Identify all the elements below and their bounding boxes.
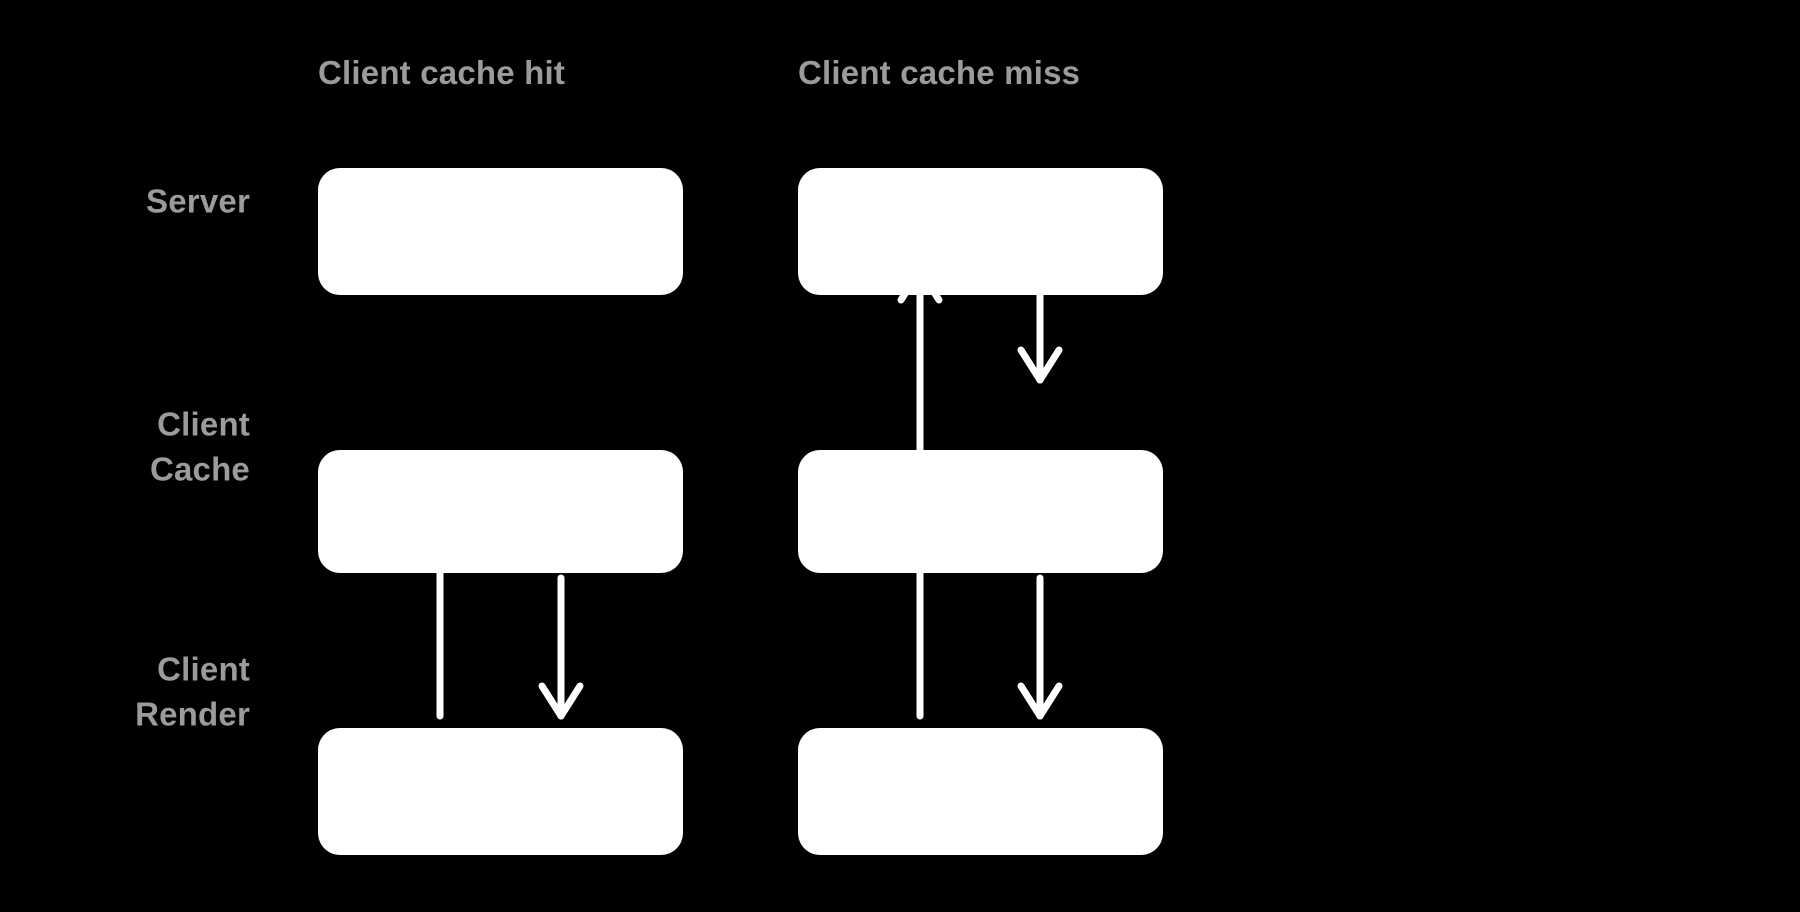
arrow-hit-cache-to-render: [538, 574, 584, 720]
node-box-hit-client-cache[interactable]: [318, 450, 683, 573]
node-box-miss-client-cache[interactable]: [798, 450, 1163, 573]
row-label-client-render: Client Render: [135, 650, 250, 732]
arrow-head: [1017, 682, 1063, 720]
arrow-hit-render-to-cache: [417, 507, 463, 720]
row-label-client-cache: Client Cache: [149, 405, 250, 487]
node-box-miss-client-render[interactable]: [798, 728, 1163, 855]
node-box-hit-server[interactable]: [318, 168, 683, 295]
node-box-miss-server[interactable]: [798, 168, 1163, 295]
column-header-cache-hit: Client cache hit: [318, 54, 566, 91]
node-box-hit-client-render[interactable]: [318, 728, 683, 855]
arrow-head: [1017, 346, 1063, 384]
arrow-miss-cache-to-render: [1017, 574, 1063, 720]
arrow-head: [417, 507, 463, 545]
arrow-miss-server-to-cache: [1017, 291, 1063, 384]
column-header-cache-miss: Client cache miss: [798, 54, 1081, 91]
row-label-server: Server: [146, 182, 250, 220]
arrow-head: [538, 682, 584, 720]
